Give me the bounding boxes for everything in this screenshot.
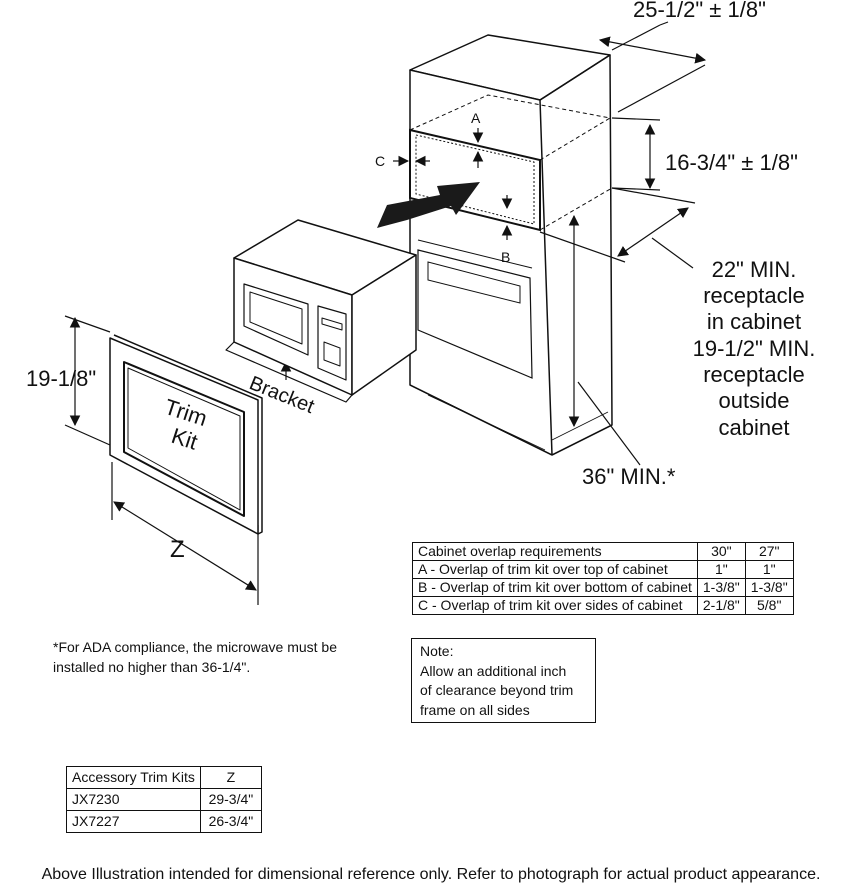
ada-compliance-note: *For ADA compliance, the microwave must … bbox=[53, 637, 337, 677]
table-row: A - Overlap of trim kit over top of cabi… bbox=[412, 560, 794, 579]
table-header-cell: 30" bbox=[696, 542, 746, 561]
receptacle-note: 22" MIN. receptacle in cabinet 19-1/2" M… bbox=[693, 257, 816, 440]
table-cell: 26-3/4" bbox=[199, 810, 262, 833]
accessory-trim-kits-table: Accessory Trim Kits Z JX7230 29-3/4" JX7… bbox=[66, 766, 262, 833]
table-header-cell: 27" bbox=[744, 542, 794, 561]
receptacle-line-5: receptacle bbox=[703, 362, 805, 387]
table-header-cell: Accessory Trim Kits bbox=[66, 766, 201, 789]
microwave bbox=[225, 219, 417, 403]
overlap-indicators bbox=[393, 128, 513, 240]
receptacle-line-6: outside bbox=[719, 388, 790, 413]
table-header-row: Accessory Trim Kits Z bbox=[66, 766, 262, 789]
trim-kit bbox=[109, 334, 263, 535]
dimension-lines bbox=[64, 21, 707, 605]
footer-disclaimer: Above Illustration intended for dimensio… bbox=[41, 866, 821, 883]
table-header-cell: Z bbox=[199, 766, 262, 789]
table-header-row: Cabinet overlap requirements 30" 27" bbox=[412, 542, 794, 561]
note-line: frame on all sides bbox=[420, 701, 530, 718]
trim-height-dimension: 19-1/8" bbox=[26, 366, 96, 391]
label-a: A bbox=[471, 110, 481, 126]
table-row: B - Overlap of trim kit over bottom of c… bbox=[412, 578, 794, 597]
ada-note-line: installed no higher than 36-1/4". bbox=[53, 659, 251, 675]
table-cell: B - Overlap of trim kit over bottom of c… bbox=[412, 578, 698, 597]
note-line: of clearance beyond trim bbox=[420, 682, 574, 698]
z-dimension: Z bbox=[170, 536, 185, 563]
table-cell: 1-3/8" bbox=[696, 578, 746, 597]
table-cell: A - Overlap of trim kit over top of cabi… bbox=[412, 560, 698, 579]
table-cell: 1" bbox=[696, 560, 746, 579]
overlap-requirements-table: Cabinet overlap requirements 30" 27" A -… bbox=[412, 542, 794, 615]
table-cell: C - Overlap of trim kit over sides of ca… bbox=[412, 596, 698, 615]
table-cell: 1-3/8" bbox=[744, 578, 794, 597]
receptacle-line-7: cabinet bbox=[719, 415, 790, 440]
note-line: Note: bbox=[420, 643, 454, 659]
height-dimension: 16-3/4" ± 1/8" bbox=[665, 150, 798, 175]
depth-dimension: 25-1/2" ± 1/8" bbox=[633, 0, 766, 22]
insert-arrow-icon bbox=[377, 182, 480, 228]
label-c: C bbox=[375, 153, 385, 169]
clearance-note-box: Note: Allow an additional inch of cleara… bbox=[411, 638, 596, 723]
table-cell: 1" bbox=[744, 560, 794, 579]
label-b: B bbox=[501, 249, 510, 265]
receptacle-line-1: 22" MIN. bbox=[712, 257, 797, 282]
table-row: JX7227 26-3/4" bbox=[66, 810, 262, 833]
ada-note-line: *For ADA compliance, the microwave must … bbox=[53, 639, 338, 655]
receptacle-line-2: receptacle bbox=[703, 283, 805, 308]
table-row: C - Overlap of trim kit over sides of ca… bbox=[412, 596, 794, 615]
table-cell: 2-1/8" bbox=[696, 596, 746, 615]
table-header-cell: Cabinet overlap requirements bbox=[412, 542, 698, 561]
floor-dimension: 36" MIN.* bbox=[582, 464, 676, 489]
table-cell: JX7227 bbox=[66, 810, 201, 833]
table-cell: JX7230 bbox=[66, 788, 201, 811]
table-row: JX7230 29-3/4" bbox=[66, 788, 262, 811]
table-cell: 29-3/4" bbox=[199, 788, 262, 811]
receptacle-line-4: 19-1/2" MIN. bbox=[693, 336, 816, 361]
table-cell: 5/8" bbox=[744, 596, 794, 615]
note-line: Allow an additional inch bbox=[420, 662, 567, 679]
receptacle-line-3: in cabinet bbox=[707, 309, 801, 334]
